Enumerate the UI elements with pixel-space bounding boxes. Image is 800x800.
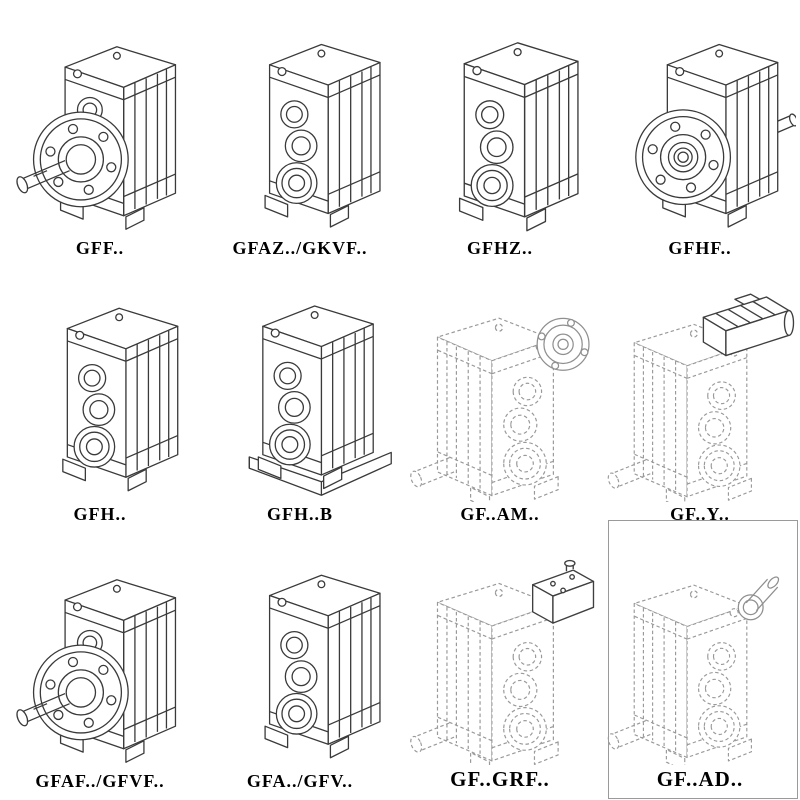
- model-label: GFH..B: [266, 504, 333, 525]
- catalog-item-gfa-gfv: GFA../GFV..: [200, 533, 400, 800]
- catalog-item-gfhf: GFHF..: [600, 0, 800, 267]
- catalog-item-gfh-b: GFH..B: [200, 267, 400, 534]
- catalog-item-gfhz: GFHZ..: [400, 0, 600, 267]
- gearbox-drawing-with-motor: [605, 293, 795, 503]
- model-label: GFAZ../GKVF..: [232, 237, 368, 258]
- gearbox-drawing-flange-shaft: [14, 579, 177, 763]
- model-label: GF..Y..: [670, 504, 730, 525]
- catalog-item-gff: GFF..: [0, 0, 200, 267]
- gearbox-drawing-hollow-shaft: [264, 574, 381, 759]
- model-label: GFF..: [75, 237, 125, 258]
- gearbox-drawing-input-shaft-adapter: [605, 574, 782, 765]
- model-label: GF..AD..: [656, 766, 744, 791]
- catalog-item-gf-y: GF..Y..: [600, 267, 800, 534]
- model-label: GF..AM..: [460, 504, 540, 525]
- gearbox-drawing-hollow-shaft-bearing: [458, 41, 579, 232]
- catalog-item-gfh: GFH..: [0, 267, 200, 534]
- model-label: GFAF../GFVF..: [35, 770, 165, 791]
- catalog-item-gfaz-gkvf: GFAZ../GKVF..: [200, 0, 400, 267]
- gearbox-drawing-shaft-mounted-base: [248, 305, 392, 497]
- gearbox-drawing-hollow-shaft: [264, 43, 381, 228]
- model-label: GFHZ..: [466, 237, 533, 258]
- gearbox-drawing-flange-shaft: [14, 45, 177, 230]
- model-label: GFH..: [73, 504, 127, 525]
- catalog-item-gf-grf: GF..GRF..: [400, 533, 600, 800]
- gearbox-drawing-shaft-mounted: [62, 307, 179, 492]
- catalog-item-gf-am: GF..AM..: [400, 267, 600, 534]
- gearbox-drawing-iec-adapter: [408, 317, 590, 503]
- catalog-item-gfaf-gfvf: GFAF../GFVF..: [0, 533, 200, 800]
- model-label: GFA../GFV..: [246, 770, 354, 791]
- gearbox-drawing-cover-adapter: [408, 559, 595, 765]
- catalog-item-gf-ad: GF..AD..: [600, 533, 800, 800]
- model-label: GF..GRF..: [450, 766, 550, 791]
- gearbox-drawing-flange-hollow: [635, 43, 796, 228]
- model-label: GFHF..: [668, 237, 732, 258]
